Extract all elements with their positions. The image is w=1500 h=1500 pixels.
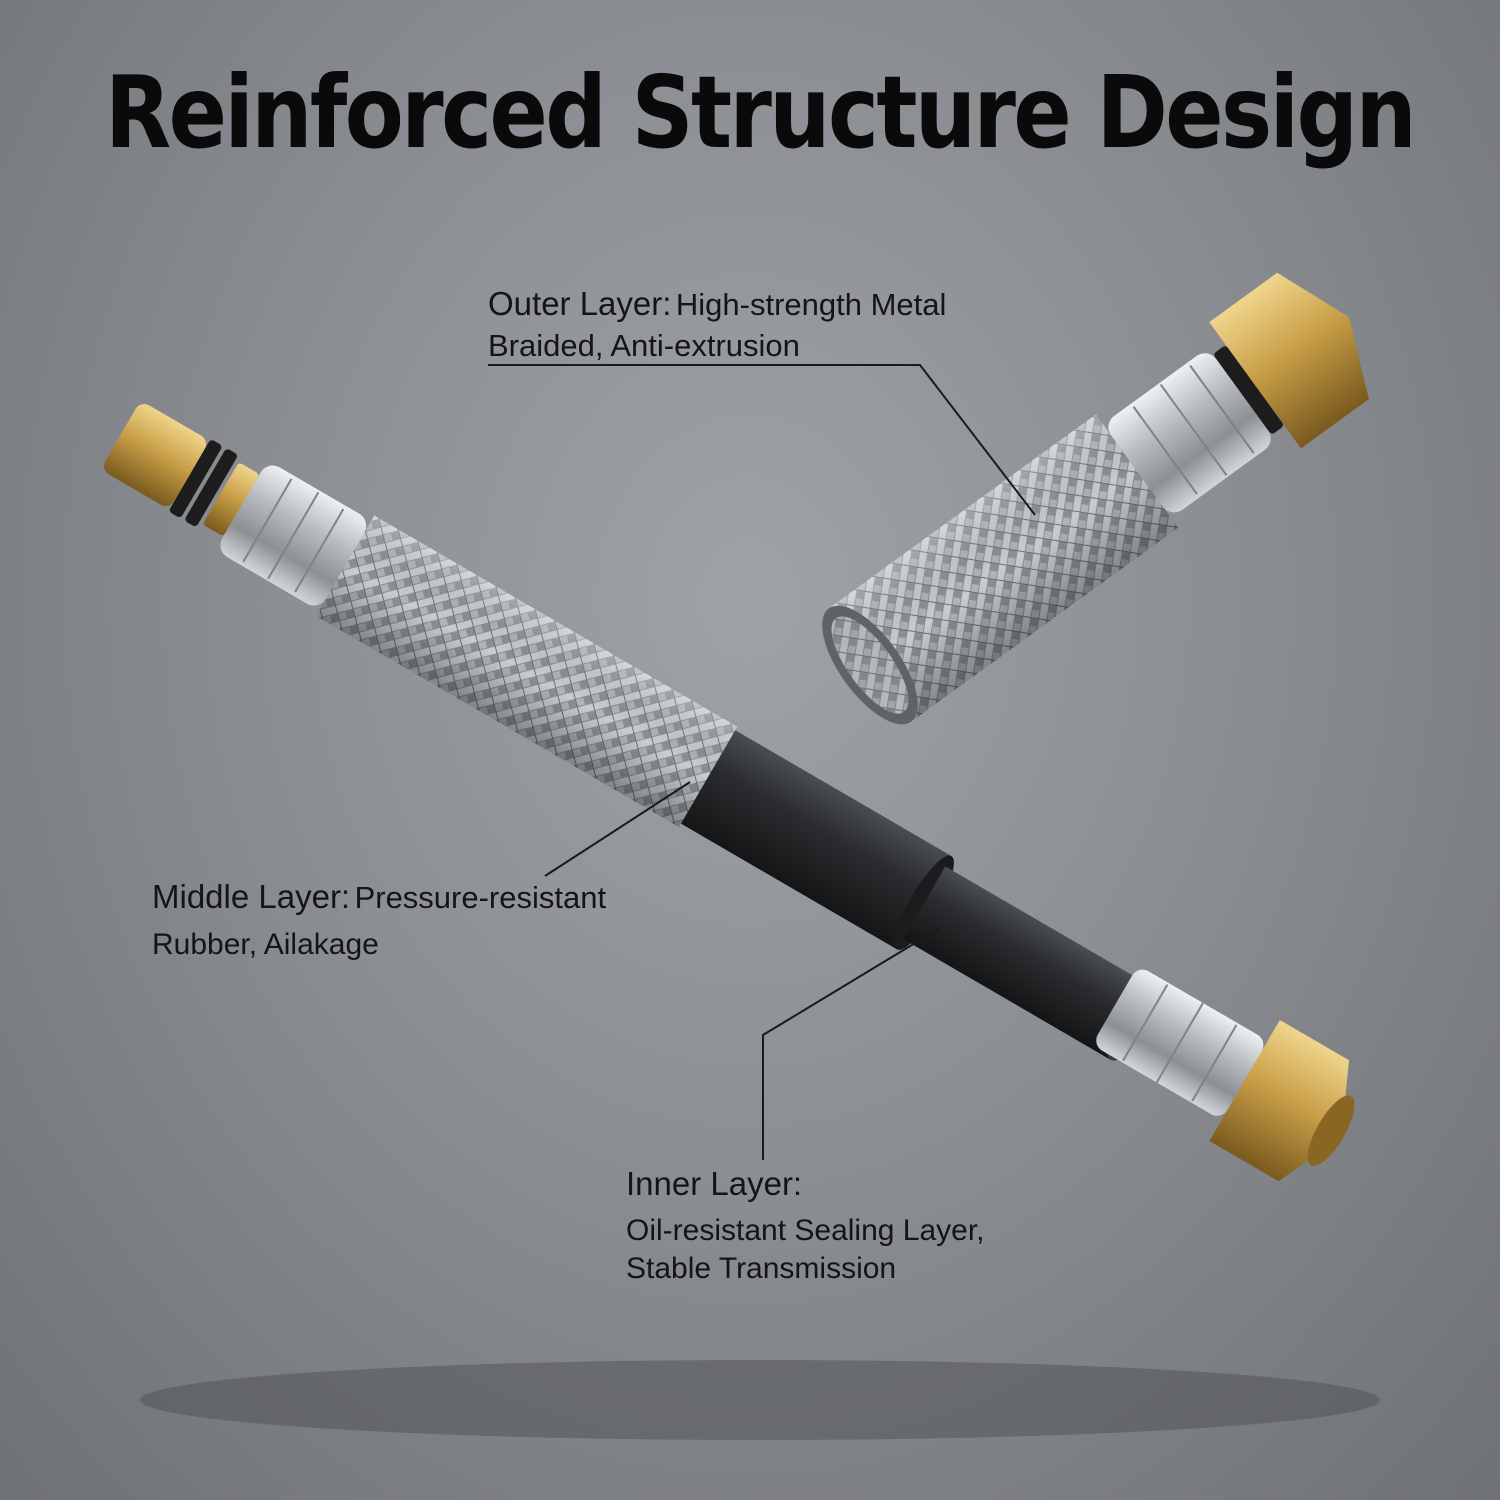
callout-middle-text-2: Rubber, Ailakage xyxy=(152,927,379,961)
callout-inner-text-1: Oil-resistant Sealing Layer, xyxy=(626,1213,985,1247)
callout-inner-text-2: Stable Transmission xyxy=(626,1252,897,1286)
callout-outer-layer: Outer Layer: High-strength Metal Braided… xyxy=(488,283,1048,366)
callout-middle-layer: Middle Layer: Pressure-resistant Rubber,… xyxy=(152,876,712,964)
callout-outer-text-2: Braided, Anti-extrusion xyxy=(488,327,800,363)
callout-outer-label: Outer Layer: xyxy=(488,285,672,322)
steel-ferrule-upper xyxy=(1108,353,1271,513)
braided-outer-layer xyxy=(315,515,738,828)
page-title: Reinforced Structure Design xyxy=(105,54,1417,171)
leader-inner xyxy=(762,927,941,1160)
callout-middle-label: Middle Layer: xyxy=(152,878,351,915)
callout-middle-text-1: Pressure-resistant xyxy=(354,880,607,915)
leader-lines xyxy=(488,364,1036,1160)
callout-outer-text-1: High-strength Metal xyxy=(675,287,947,322)
callout-inner-label: Inner Layer: xyxy=(626,1165,803,1202)
brass-nipple-left xyxy=(103,403,259,535)
hose-upper-right xyxy=(822,272,1369,725)
main-hose xyxy=(103,403,1157,1061)
braided-sleeve-upper xyxy=(822,414,1179,725)
fitting-bottom-right xyxy=(1096,969,1355,1182)
callout-inner-layer: Inner Layer: Oil-resistant Sealing Layer… xyxy=(626,1163,1146,1289)
floor-shadow xyxy=(140,1360,1380,1440)
leader-outer xyxy=(488,364,1036,516)
leader-middle xyxy=(544,781,691,877)
brass-hex-nut-top xyxy=(1209,272,1369,449)
